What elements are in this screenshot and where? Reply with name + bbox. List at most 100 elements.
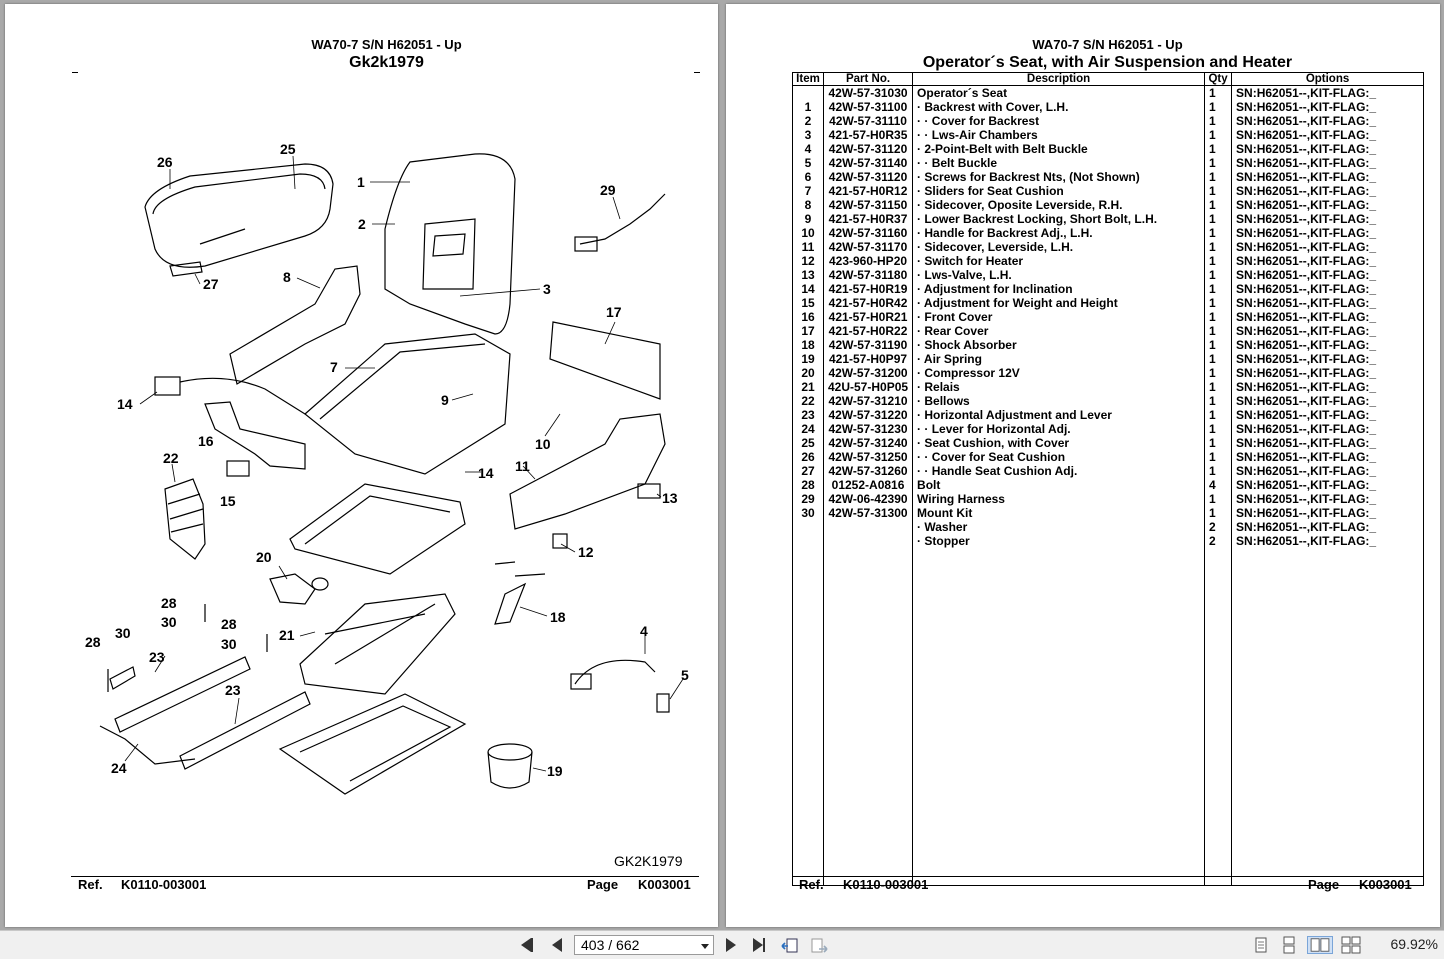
zoom-level[interactable]: 69.92% xyxy=(1390,936,1438,952)
chevron-down-icon[interactable] xyxy=(701,944,709,949)
row-options: SN:H62051--,KIT-FLAG:_ xyxy=(1231,114,1425,128)
ref-value: K0110-003001 xyxy=(843,877,929,892)
row-part-no: 42W-57-31150 xyxy=(822,198,914,212)
next-page-icon[interactable] xyxy=(722,937,740,953)
callout-18: 18 xyxy=(550,609,566,625)
row-item: 2 xyxy=(792,114,824,128)
row-options: SN:H62051--,KIT-FLAG:_ xyxy=(1231,268,1425,282)
page-number-text: 403 / 662 xyxy=(581,937,640,953)
row-part-no: 421-57-H0R37 xyxy=(822,212,914,226)
row-item: 18 xyxy=(792,338,824,352)
row-qty: 1 xyxy=(1204,506,1233,520)
row-description: · Stopper xyxy=(912,534,1206,548)
row-part-no xyxy=(822,534,914,548)
row-description: · Horizontal Adjustment and Lever xyxy=(912,408,1206,422)
left-page-title: WA70-7 S/N H62051 - Up xyxy=(311,37,462,52)
callout-25: 25 xyxy=(280,141,296,157)
row-item: 22 xyxy=(792,394,824,408)
seat-handle-bar xyxy=(199,228,246,245)
row-qty: 1 xyxy=(1204,212,1233,226)
front-cover-16 xyxy=(204,401,306,470)
row-options: SN:H62051--,KIT-FLAG:_ xyxy=(1231,184,1425,198)
callout-23: 23 xyxy=(149,649,165,665)
belt-4 xyxy=(574,659,656,685)
row-options: SN:H62051--,KIT-FLAG:_ xyxy=(1231,128,1425,142)
mid-plate xyxy=(289,483,466,575)
row-item: 13 xyxy=(792,268,824,282)
row-item: 11 xyxy=(792,240,824,254)
row-options: SN:H62051--,KIT-FLAG:_ xyxy=(1231,338,1425,352)
row-description: · Rear Cover xyxy=(912,324,1206,338)
right-page-subtitle: Operator´s Seat, with Air Suspension and… xyxy=(922,54,1293,71)
left-footer-rule xyxy=(71,876,699,877)
continuous-icon[interactable] xyxy=(1280,936,1298,954)
row-part-no: 42W-57-31260 xyxy=(822,464,914,478)
row-qty: 1 xyxy=(1204,492,1233,506)
callout-21: 21 xyxy=(279,627,295,643)
callout-23b: 23 xyxy=(225,682,241,698)
scissor-21 xyxy=(299,593,456,695)
belt-buckle-5 xyxy=(656,693,670,713)
first-page-bar xyxy=(531,938,533,952)
row-part-no: 423-960-HP20 xyxy=(822,254,914,268)
row-description: · Front Cover xyxy=(912,310,1206,324)
right-page: WA70-7 S/N H62051 - Up Operator´s Seat, … xyxy=(726,4,1440,927)
page-number-input[interactable]: 403 / 662 xyxy=(574,935,714,955)
row-item: 16 xyxy=(792,310,824,324)
row-description: · Handle for Backrest Adj., L.H. xyxy=(912,226,1206,240)
row-options: SN:H62051--,KIT-FLAG:_ xyxy=(1231,506,1425,520)
row-description: · Adjustment for Weight and Height xyxy=(912,296,1206,310)
sidecover-11 xyxy=(509,413,666,530)
row-description: · Washer xyxy=(912,520,1206,534)
row-description: Operator´s Seat xyxy=(912,85,1206,100)
continuous-facing-icon[interactable] xyxy=(1340,936,1362,954)
page-value: K003001 xyxy=(1359,877,1412,892)
header-description: Description xyxy=(912,72,1206,86)
row-qty: 1 xyxy=(1204,436,1233,450)
ref-value: K0110-003001 xyxy=(121,877,207,892)
inclination-adjuster xyxy=(154,376,181,396)
row-part-no: 42W-57-31140 xyxy=(822,156,914,170)
facing-icon[interactable] xyxy=(1307,936,1333,954)
row-part-no: 421-57-H0R19 xyxy=(822,282,914,296)
single-page-icon[interactable] xyxy=(1252,936,1270,954)
row-options: SN:H62051--,KIT-FLAG:_ xyxy=(1231,240,1425,254)
row-item: 17 xyxy=(792,324,824,338)
last-page-icon[interactable] xyxy=(750,937,768,953)
row-options: SN:H62051--,KIT-FLAG:_ xyxy=(1231,198,1425,212)
row-options: SN:H62051--,KIT-FLAG:_ xyxy=(1231,226,1425,240)
row-part-no: 42W-57-31120 xyxy=(822,142,914,156)
base-frame xyxy=(278,693,467,795)
callout-9: 9 xyxy=(441,392,449,408)
seat-frame xyxy=(304,333,511,475)
row-options: SN:H62051--,KIT-FLAG:_ xyxy=(1231,436,1425,450)
row-options: SN:H62051--,KIT-FLAG:_ xyxy=(1231,394,1425,408)
row-part-no: 421-57-H0R21 xyxy=(822,310,914,324)
row-description: · · Handle Seat Cushion Adj. xyxy=(912,464,1206,478)
rear-cover-17 xyxy=(549,321,661,400)
row-part-no: 42W-57-31300 xyxy=(822,506,914,520)
first-page-icon[interactable] xyxy=(518,937,536,953)
row-options: SN:H62051--,KIT-FLAG:_ xyxy=(1231,170,1425,184)
row-options: SN:H62051--,KIT-FLAG:_ xyxy=(1231,100,1425,114)
row-qty: 1 xyxy=(1204,450,1233,464)
row-qty: 1 xyxy=(1204,156,1233,170)
row-qty: 2 xyxy=(1204,520,1233,534)
row-description: · Backrest with Cover, L.H. xyxy=(912,100,1206,114)
prev-page-icon[interactable] xyxy=(548,937,566,953)
row-item: 4 xyxy=(792,142,824,156)
callout-13: 13 xyxy=(662,490,678,506)
previous-view-icon[interactable] xyxy=(780,937,800,955)
next-view-icon[interactable] xyxy=(809,937,829,955)
callout-16: 16 xyxy=(198,433,214,449)
row-description: · Lws-Valve, L.H. xyxy=(912,268,1206,282)
row-part-no: 421-57-H0R22 xyxy=(822,324,914,338)
